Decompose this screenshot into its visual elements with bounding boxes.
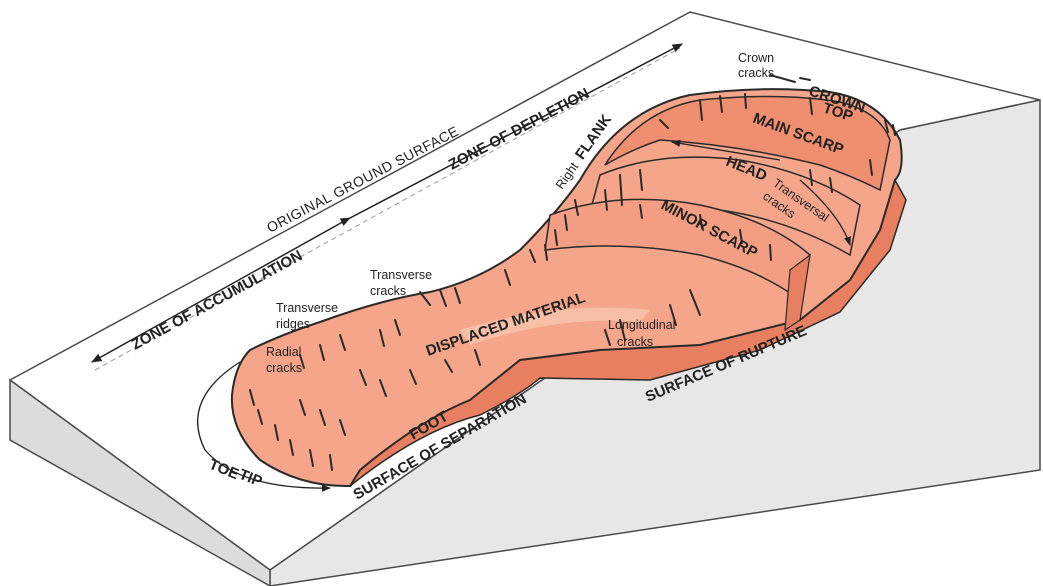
radial-cracks-label-line2: cracks [266,361,302,375]
minor-scarp-crack-mark [770,245,771,260]
transverse-ridges-label-line1: Transverse [276,301,338,315]
transverse-cracks-label-line1: Transverse [370,268,432,282]
transverse-ridges-label-line2: ridges [276,317,310,331]
crown-cracks-label-line1: Crown [738,51,774,65]
zone-accumulation-arrow-start [348,218,350,219]
radial-cracks-label-line1: Radial [266,345,301,359]
longitudinal-cracks-label-line2: cracks [617,335,653,349]
transverse-cracks-label-line2: cracks [370,284,406,298]
crown-cracks-label-line2: cracks [738,66,774,80]
longitudinal-cracks-label-line1: Longitudinal [608,318,675,332]
scarp-crack-mark [745,94,746,108]
